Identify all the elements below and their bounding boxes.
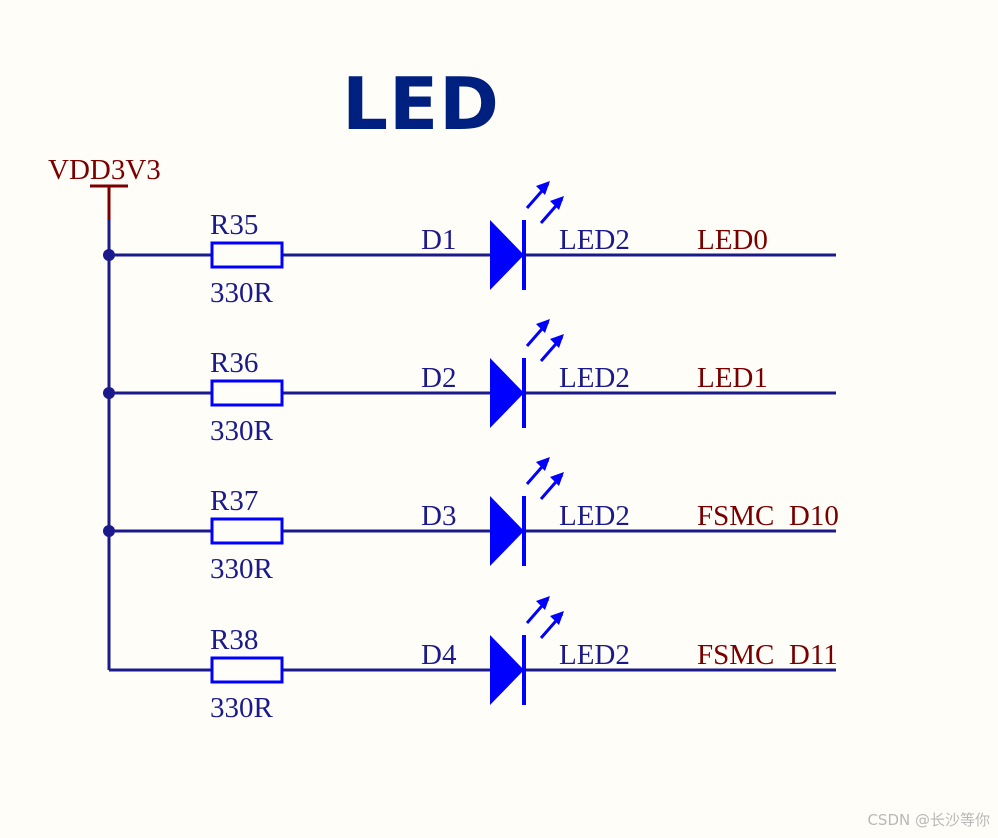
resistor-symbol	[210, 517, 284, 545]
resistor-symbol	[210, 241, 284, 269]
resistor-value: 330R	[210, 553, 274, 585]
led-row: R36 330R D2 LED2 LED1	[103, 319, 836, 447]
diode-designator: D4	[421, 639, 457, 671]
led-triangle	[490, 220, 524, 290]
resistor-designator: R38	[210, 624, 258, 656]
led-row: R37 330R D3 LED2 FSMC D10	[103, 457, 839, 585]
emission-arrow-head	[536, 319, 550, 333]
diode-designator: D1	[421, 224, 456, 256]
resistor-value: 330R	[210, 277, 274, 309]
led-row: R35 330R D1 LED2 LED0	[103, 181, 836, 309]
emission-arrow-head	[536, 181, 550, 195]
emission-arrow-head	[536, 457, 550, 471]
diode-designator: D3	[421, 500, 456, 532]
net-label: LED0	[697, 224, 768, 256]
resistor-symbol	[210, 656, 284, 684]
emission-arrow-head	[550, 472, 564, 486]
power-rail-label: VDD3V3	[48, 154, 161, 186]
led-triangle	[490, 496, 524, 566]
diode-type: LED2	[559, 639, 630, 671]
resistor-designator: R37	[210, 485, 258, 517]
emission-arrow-head	[550, 334, 564, 348]
resistor-symbol	[210, 379, 284, 407]
diagram-title: LED	[342, 62, 500, 146]
net-label: FSMC D11	[697, 639, 838, 671]
emission-arrow-head	[536, 596, 550, 610]
diode-type: LED2	[559, 500, 630, 532]
resistor-designator: R35	[210, 209, 258, 241]
resistor-value: 330R	[210, 415, 274, 447]
net-label: LED1	[697, 362, 768, 394]
led-row: R38 330R D4 LED2 FSMC D11	[109, 596, 838, 724]
power-rail: VDD3V3	[48, 154, 161, 670]
watermark: CSDN @长沙等你	[867, 811, 990, 829]
led-triangle	[490, 635, 524, 705]
diode-type: LED2	[559, 362, 630, 394]
resistor-value: 330R	[210, 692, 274, 724]
emission-arrow-head	[550, 611, 564, 625]
diode-designator: D2	[421, 362, 456, 394]
resistor-designator: R36	[210, 347, 258, 379]
led-triangle	[490, 358, 524, 428]
emission-arrow-head	[550, 196, 564, 210]
diode-type: LED2	[559, 224, 630, 256]
net-label: FSMC D10	[697, 500, 839, 532]
